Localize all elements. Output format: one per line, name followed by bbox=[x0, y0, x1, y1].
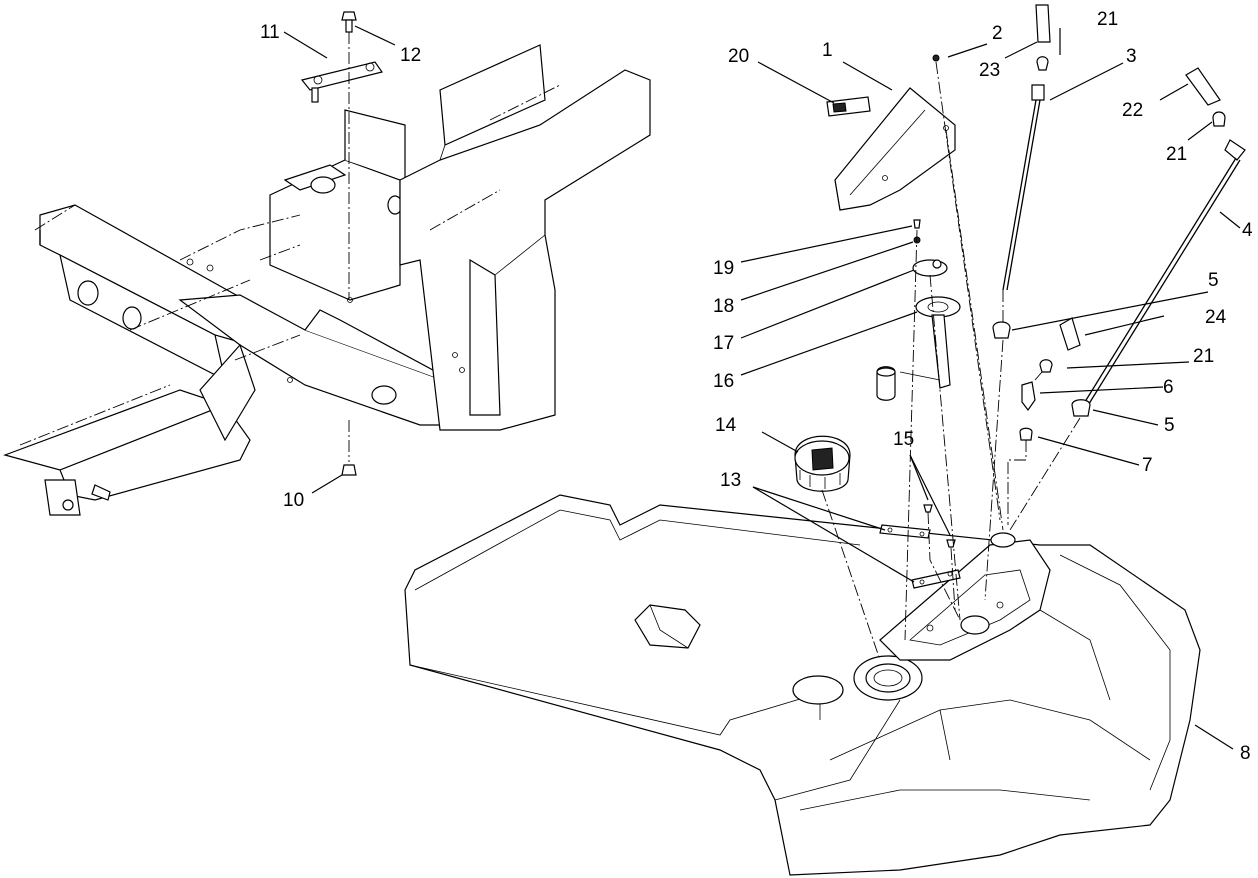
callout-1: 1 bbox=[822, 40, 833, 61]
callout-3: 3 bbox=[1126, 46, 1137, 67]
callout-8: 8 bbox=[1240, 743, 1251, 764]
callout-23: 23 bbox=[979, 60, 1000, 81]
fuel-cap bbox=[794, 435, 851, 492]
frame-assembly bbox=[3, 44, 651, 516]
callout-labels: 1 2 3 4 5 5 6 7 8 10 11 12 13 14 15 16 1… bbox=[260, 9, 1253, 764]
callout-14: 14 bbox=[715, 415, 737, 436]
callout-6: 6 bbox=[1163, 377, 1174, 398]
callout-4: 4 bbox=[1242, 220, 1253, 241]
callout-21-middle: 21 bbox=[1193, 346, 1214, 367]
fuel-tank bbox=[404, 494, 1201, 876]
callout-15: 15 bbox=[893, 429, 914, 450]
callout-11: 11 bbox=[260, 22, 280, 43]
callout-12: 12 bbox=[400, 45, 421, 66]
callout-13: 13 bbox=[720, 470, 741, 491]
callout-5-lower: 5 bbox=[1164, 415, 1175, 436]
fuel-sender bbox=[876, 219, 961, 401]
leader-lines bbox=[283, 25, 1241, 750]
callout-2: 2 bbox=[992, 23, 1003, 44]
callout-5-upper: 5 bbox=[1208, 270, 1219, 291]
callout-17: 17 bbox=[713, 333, 734, 354]
callout-24: 24 bbox=[1205, 307, 1227, 328]
assembly-lines bbox=[821, 61, 1081, 661]
callout-21-right: 21 bbox=[1166, 144, 1187, 165]
callout-16: 16 bbox=[713, 371, 734, 392]
heat-shield bbox=[826, 87, 956, 211]
fuel-lines bbox=[932, 4, 1246, 441]
callout-19: 19 bbox=[713, 258, 734, 279]
callout-21-top: 21 bbox=[1097, 9, 1118, 30]
callout-22: 22 bbox=[1122, 100, 1143, 121]
callout-10: 10 bbox=[283, 490, 304, 511]
callout-18: 18 bbox=[713, 296, 734, 317]
callout-20: 20 bbox=[728, 46, 749, 67]
straps-and-screws bbox=[879, 504, 961, 589]
callout-7: 7 bbox=[1142, 455, 1153, 476]
frame-hardware bbox=[300, 11, 383, 476]
